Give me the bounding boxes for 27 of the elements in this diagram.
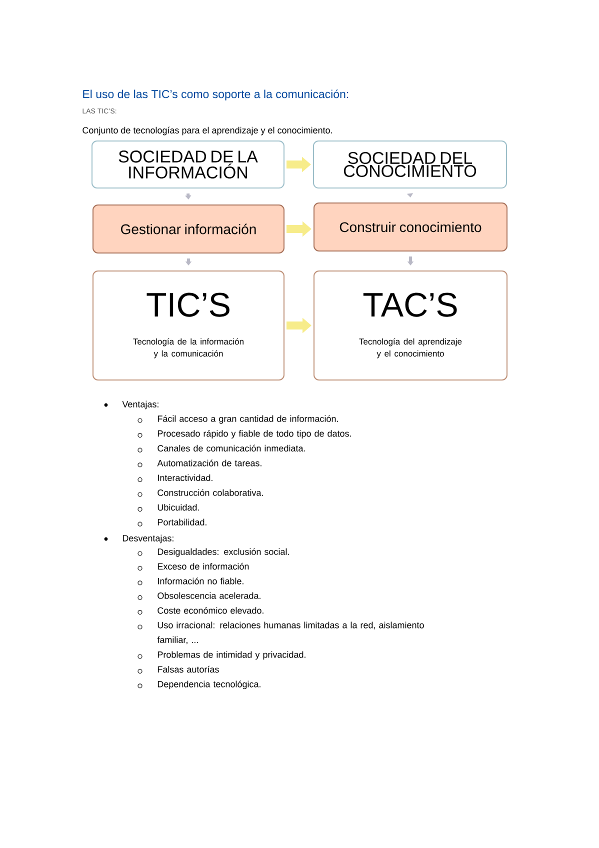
- list-item: Ubicuidad.: [158, 504, 199, 511]
- list-item: Fácil acceso a gran cantidad de información.: [158, 415, 338, 424]
- list-item: Obsolescencia acelerada.: [158, 592, 260, 599]
- list-item: Canales de comunicación inmediata.: [158, 444, 305, 452]
- list-heading: Desventajas:: [122, 534, 174, 544]
- list-item: Automatización de tareas.: [157, 460, 262, 466]
- process-box: Construir conocimiento: [314, 202, 508, 252]
- list-item: Problemas de intimidad y privacidad.: [158, 651, 306, 660]
- process-box: TAC’S Tecnología del aprendizaje y el conocimiento: [314, 270, 508, 380]
- list-item: Dependencia tecnológica.: [158, 680, 260, 690]
- process-box: TIC’S Tecnología de la información y la comunicación: [92, 270, 284, 380]
- list-item: Información no fiable.: [158, 578, 244, 584]
- list-heading: Ventajas:: [122, 400, 158, 410]
- list-item: Desigualdades: exclusión social.: [158, 548, 289, 557]
- intro-text: Conjunto de tecnologías para el aprendizaje y el conocimiento.: [82, 126, 332, 136]
- list-item: Construcción colaborativa.: [158, 489, 263, 496]
- heading: El uso de las TIC’s como soporte a la comunicación:: [83, 90, 348, 100]
- list-item: Uso irracional: relaciones humanas limitadas a la red, aislamiento familiar, ...: [157, 622, 424, 644]
- list-item: Exceso de información: [158, 562, 249, 570]
- list-item: Portabilidad.: [158, 518, 206, 526]
- list-item: Interactividad.: [158, 474, 212, 482]
- list-item: Falsas autorías: [158, 666, 219, 673]
- list-item: Procesado rápido y fiable de todo tipo de datos.: [158, 430, 351, 438]
- process-box: SOCIEDAD DEL CONOCIMIENTO: [313, 140, 507, 188]
- process-box: Gestionar información: [92, 204, 284, 254]
- process-box: SOCIEDAD DE LA INFORMACIÓN: [92, 140, 284, 188]
- list-item: Coste económico elevado.: [158, 607, 264, 614]
